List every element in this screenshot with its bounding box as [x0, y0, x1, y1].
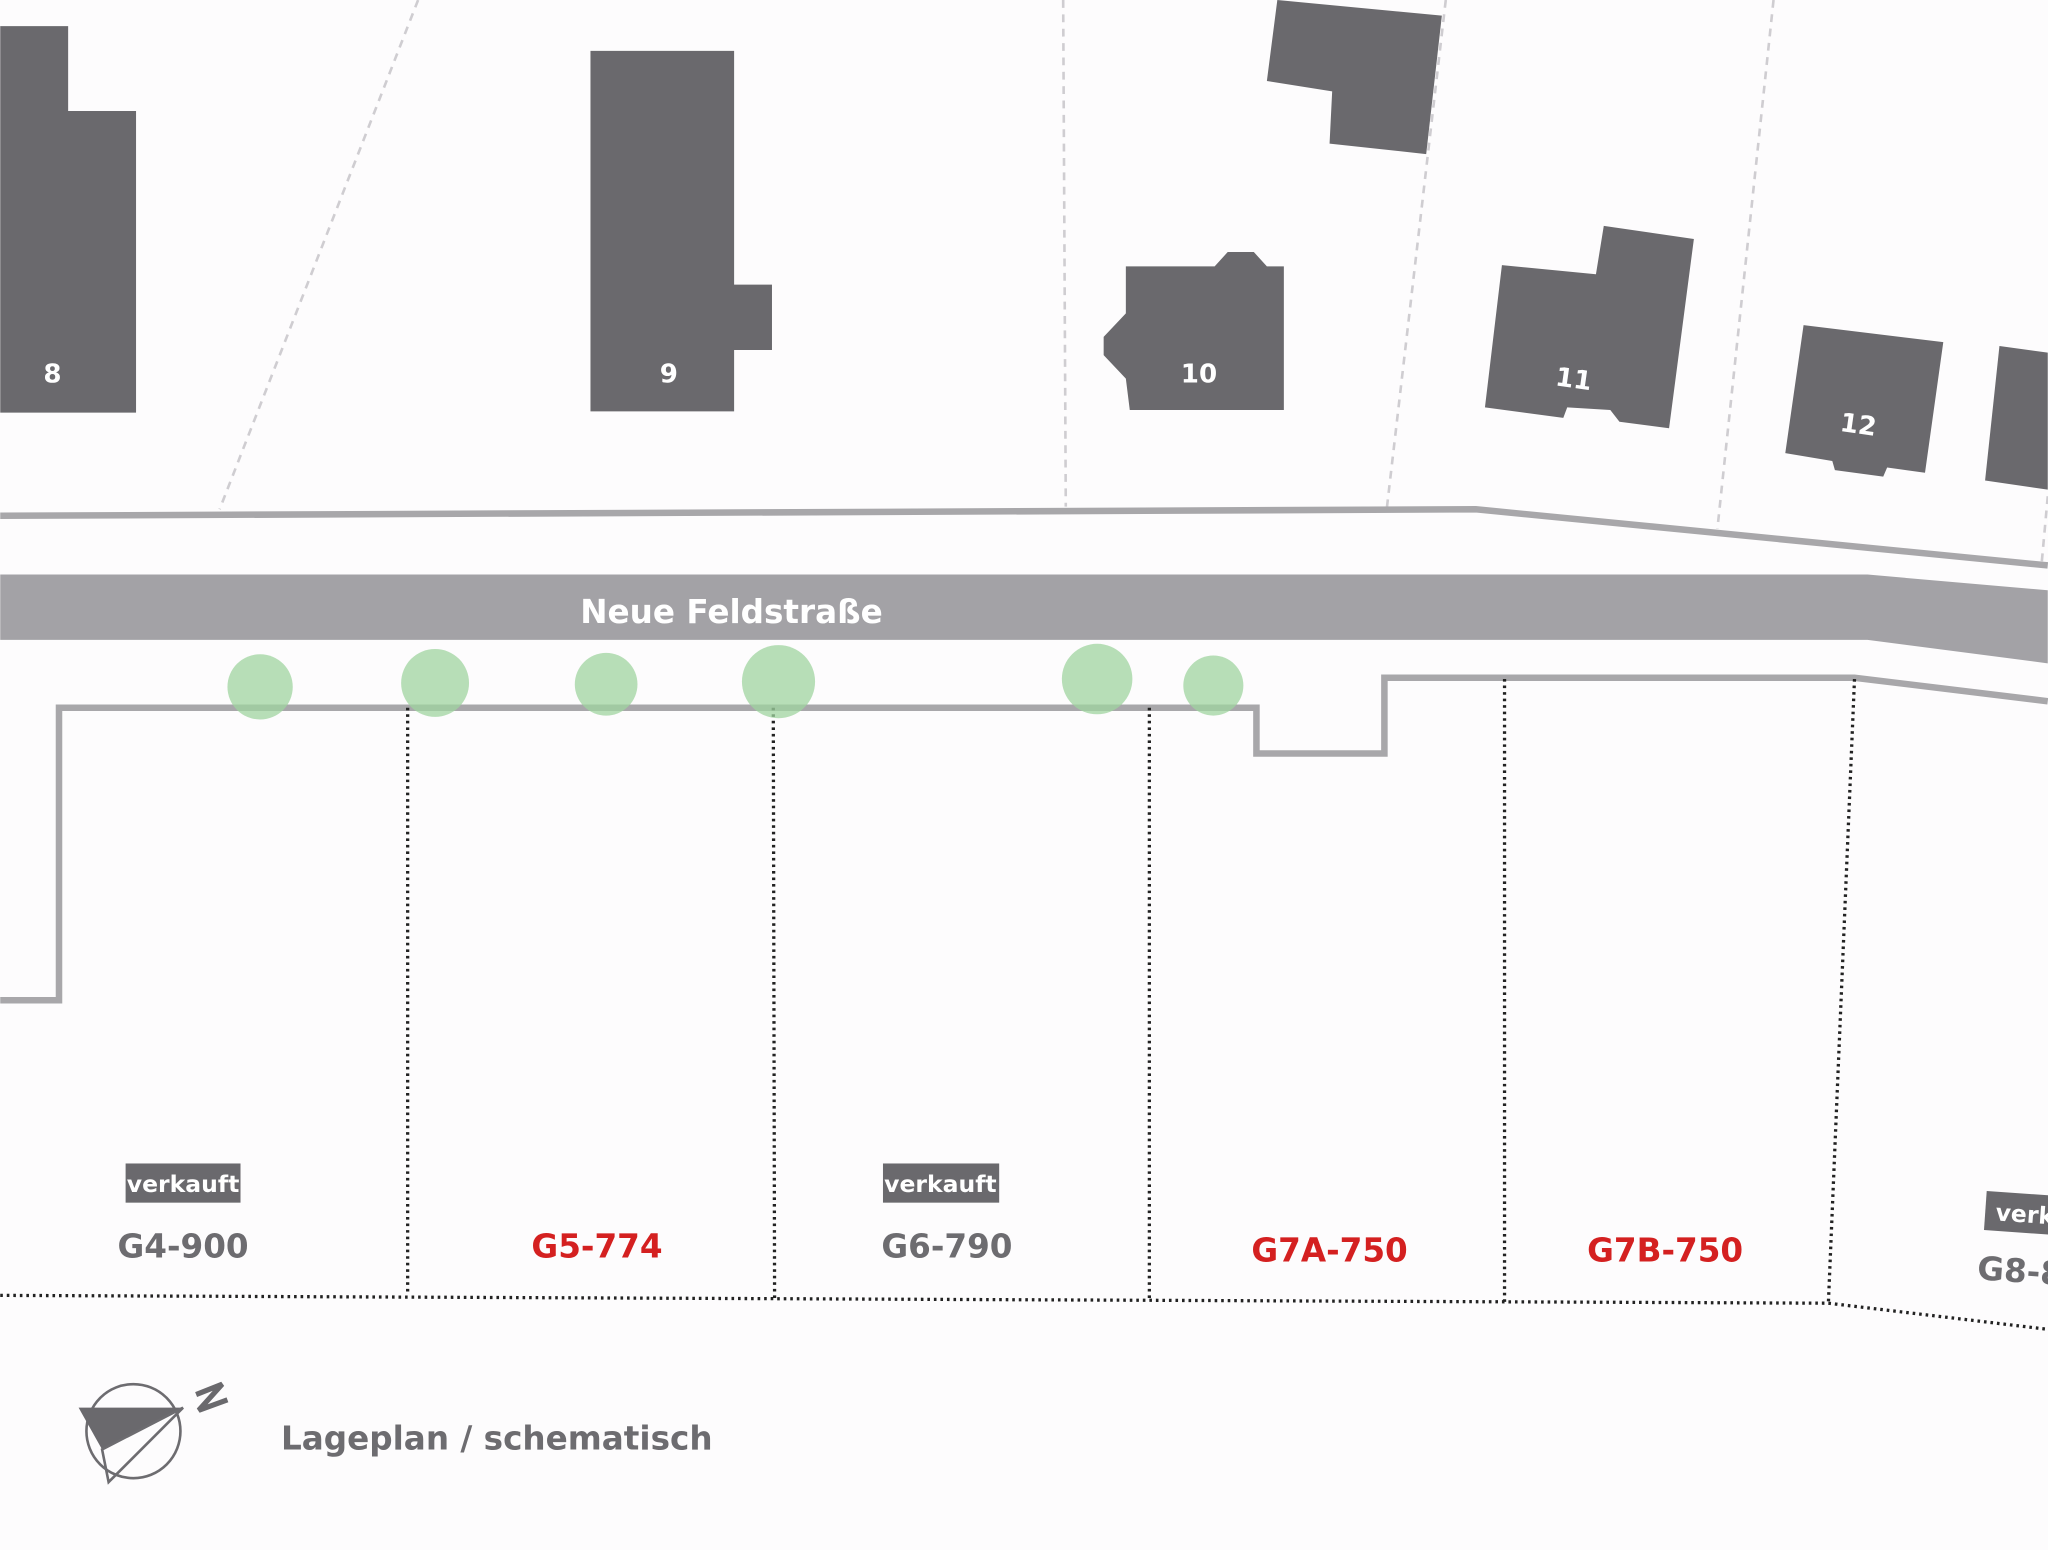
lot-g4[interactable]: verkauft G4-900 [117, 1163, 249, 1265]
compass-north-arrow-icon [78, 1381, 229, 1485]
lot-g5[interactable]: G5-774 [531, 1227, 662, 1265]
building-9: 9 [590, 50, 772, 412]
lot-label: G6-790 [881, 1227, 1012, 1265]
building-10: 10 [1103, 252, 1284, 411]
lot-dividers [0, 678, 2048, 1331]
legend-caption: Lageplan / schematisch [281, 1419, 713, 1457]
lot-label: G4-900 [117, 1227, 248, 1265]
building-8: 8 [0, 26, 137, 413]
building-partial [1985, 346, 2048, 490]
building-number: 12 [1838, 408, 1878, 443]
building-number: 11 [1554, 362, 1594, 397]
street-name: Neue Feldstraße [580, 593, 882, 631]
sold-badge-text: verkauft [127, 1170, 240, 1198]
sold-badge-text: verk [1995, 1198, 2048, 1230]
sold-badge [1983, 1190, 2048, 1239]
building-11: 11 [1484, 225, 1694, 429]
building-number: 10 [1181, 360, 1217, 390]
building-unnumbered [1266, 0, 1442, 155]
lot-label: G7A-750 [1251, 1231, 1407, 1269]
tree-icon [574, 652, 638, 716]
sold-badge [125, 1163, 241, 1203]
sold-badge-text: verkauft [884, 1170, 997, 1198]
tree-icon [1061, 643, 1133, 715]
building-number: 8 [43, 360, 61, 390]
lot-boundary [0, 674, 2048, 1004]
lot-g7a[interactable]: G7A-750 [1251, 1231, 1407, 1269]
tree-icon [1183, 655, 1244, 716]
lot-label: G7B-750 [1587, 1231, 1743, 1269]
lot-g6[interactable]: verkauft G6-790 [881, 1163, 1013, 1265]
tree-icon [741, 645, 816, 719]
street: Neue Feldstraße [0, 574, 2048, 664]
tree-icon [401, 648, 470, 717]
parcel-lines [218, 0, 2048, 569]
building-number: 9 [660, 360, 678, 390]
lot-g7b[interactable]: G7B-750 [1587, 1231, 1743, 1269]
tree-icon [227, 654, 293, 720]
trees [227, 643, 1244, 720]
north-label [195, 1381, 229, 1413]
lot-label: G8-8 [1976, 1249, 2048, 1293]
lot-label: G5-774 [531, 1227, 662, 1265]
building-12: 12 [1785, 325, 1944, 477]
road-edge-line [0, 506, 2048, 569]
lot-g8[interactable]: verk G8-8 [1976, 1190, 2048, 1296]
sold-badge [882, 1163, 1000, 1203]
